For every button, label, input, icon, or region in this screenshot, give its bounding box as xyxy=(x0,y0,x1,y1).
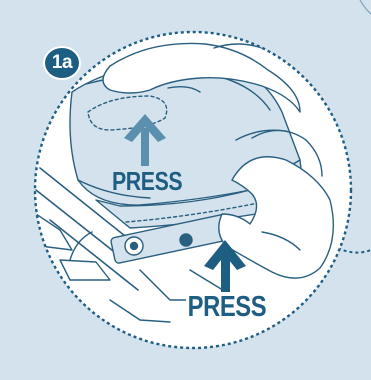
press-label-bottom: PRESS xyxy=(186,292,268,323)
step-badge: 1a xyxy=(45,48,79,78)
leader-line xyxy=(338,248,371,253)
corner-mark xyxy=(360,0,371,14)
press-label-top: PRESS xyxy=(112,168,182,194)
